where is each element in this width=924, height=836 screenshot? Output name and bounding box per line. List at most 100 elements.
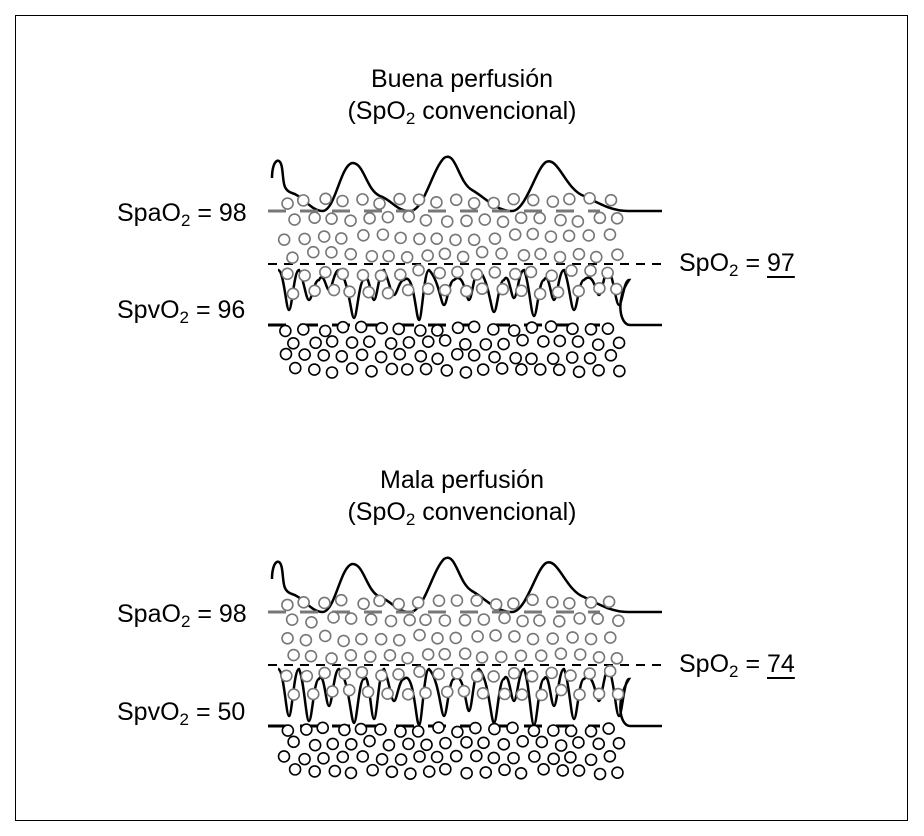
venous-particle	[288, 763, 302, 776]
arterial-particle	[487, 196, 501, 210]
arterial-particle	[603, 228, 617, 241]
arterial-particle	[344, 247, 358, 261]
venous-particle	[328, 764, 342, 778]
panel-1-venous-label: SpvO2 = 96	[117, 296, 246, 327]
arterial-particle	[364, 613, 378, 626]
venous-particle	[507, 324, 521, 337]
venous-particle	[394, 725, 407, 738]
arterial-particle	[554, 647, 568, 660]
arterial-particle	[356, 268, 370, 282]
arterial-particle	[432, 667, 445, 681]
venous-particle	[544, 320, 558, 333]
arterial-particle	[489, 629, 502, 642]
arterial-particle	[475, 245, 489, 259]
arterial-particle	[514, 649, 528, 663]
arterial-particle	[365, 249, 379, 263]
venous-particle	[537, 763, 550, 776]
arterial-particle	[507, 666, 521, 680]
arterial-particle	[544, 230, 558, 243]
arterial-particle	[584, 596, 598, 609]
arterial-particle	[308, 211, 321, 224]
arterial-particle	[319, 265, 332, 279]
arterial-particle	[450, 667, 464, 680]
venous-particle	[533, 363, 547, 376]
venous-particle	[411, 725, 425, 738]
arterial-particle	[584, 632, 598, 646]
arterial-particle	[317, 230, 331, 243]
arterial-particle	[438, 247, 452, 261]
venous-particle	[450, 347, 464, 361]
venous-particle	[564, 751, 577, 764]
panel-1-arterial-label: SpaO2 = 98	[117, 199, 247, 230]
arterial-particle	[327, 283, 341, 297]
arterial-particle	[298, 269, 311, 282]
venous-particle	[325, 366, 339, 379]
arterial-particle	[509, 267, 522, 281]
arterial-particle	[355, 665, 369, 679]
arterial-particle	[318, 596, 331, 610]
panel-1-title: Buena perfusión	[370, 65, 554, 93]
arterial-particle	[357, 228, 370, 242]
panel-2-subtitle: (SpO2 convencional)	[347, 498, 577, 529]
arterial-particle	[589, 250, 603, 264]
venous-particle	[336, 320, 350, 334]
panel-2-waveforms	[268, 556, 662, 781]
venous-particle	[516, 333, 529, 347]
arterial-particle	[460, 284, 473, 298]
venous-particle	[488, 350, 501, 364]
venous-particle	[547, 724, 560, 737]
venous-particle	[515, 363, 528, 376]
venous-particle	[571, 335, 585, 348]
venous-particle	[384, 337, 398, 350]
arterial-particle	[451, 265, 464, 279]
arterial-particle	[394, 231, 407, 245]
arterial-particle	[584, 264, 597, 278]
arterial-particle	[571, 215, 585, 228]
arterial-particle	[526, 593, 539, 607]
venous-particle	[308, 738, 322, 752]
arterial-particle	[488, 266, 502, 279]
arterial-particle	[431, 632, 444, 645]
venous-particle	[593, 767, 607, 781]
arterial-particle	[383, 649, 397, 662]
arterial-particle	[526, 193, 540, 207]
arterial-particle	[433, 266, 446, 280]
arterial-waveform	[270, 155, 662, 213]
venous-particle	[572, 365, 586, 379]
arterial-particle	[318, 666, 331, 680]
arterial-particle	[430, 232, 444, 245]
venous-particle	[451, 321, 465, 335]
arterial-particle	[373, 197, 386, 210]
venous-particle	[516, 735, 529, 748]
venous-particle	[552, 363, 566, 377]
venous-particle	[528, 750, 541, 763]
venous-particle	[385, 362, 399, 376]
arterial-particle	[287, 688, 301, 701]
venous-particle	[308, 363, 321, 376]
venous-particle	[344, 737, 358, 751]
arterial-particle	[524, 265, 538, 279]
venous-particle	[288, 361, 302, 375]
arterial-particle	[440, 215, 454, 228]
arterial-particle	[421, 648, 435, 661]
arterial-particle	[517, 249, 531, 262]
arterial-particle	[337, 634, 350, 648]
arterial-particle	[611, 248, 624, 261]
venous-particle	[375, 321, 389, 335]
arterial-particle	[438, 283, 452, 297]
panel-2-venous-label: SpvO2 = 50	[117, 698, 246, 729]
arterial-particle	[343, 285, 356, 298]
arterial-particle	[308, 284, 321, 298]
venous-particle	[421, 335, 435, 348]
venous-particle	[335, 350, 349, 363]
arterial-particle	[281, 632, 294, 645]
panel-2-arterial-label: SpaO2 = 98	[117, 600, 247, 631]
arterial-particle	[305, 615, 318, 629]
arterial-particle	[525, 670, 539, 683]
venous-particle	[525, 321, 539, 334]
venous-particle	[459, 338, 472, 351]
arterial-particle	[456, 250, 470, 264]
arterial-particle	[277, 233, 291, 246]
arterial-particle	[495, 247, 508, 260]
venous-waveform	[276, 667, 662, 728]
